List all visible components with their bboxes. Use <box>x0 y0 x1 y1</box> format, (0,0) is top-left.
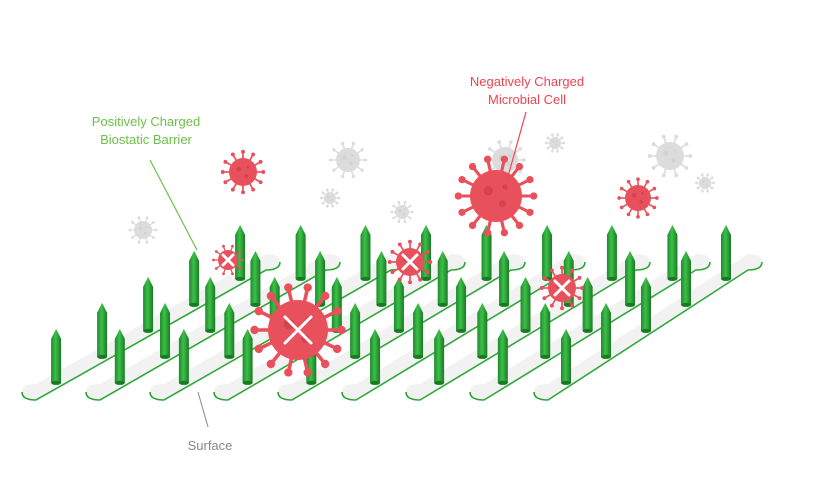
cross-icon <box>401 253 419 271</box>
negative-label-line2: Microbial Cell <box>488 92 566 107</box>
barrier-spike-icon <box>582 276 593 333</box>
barrier-spike-icon <box>540 302 551 359</box>
barrier-spike-icon <box>360 224 371 281</box>
barrier-spike-icon <box>51 328 62 385</box>
surface-strip-edge <box>85 261 341 401</box>
barrier-spike-icon <box>434 328 445 385</box>
cross-icon <box>553 279 571 297</box>
barrier-spike-icon <box>499 250 510 307</box>
barrier-spike-icon <box>370 328 381 385</box>
barrier-spike-icon <box>641 276 651 333</box>
microbe-icon-faded <box>694 173 716 193</box>
microbe-icon-faded <box>544 133 566 153</box>
barrier-spike-icon <box>331 276 342 333</box>
microbe-icon <box>220 149 266 195</box>
barrier-spike-icon <box>376 250 387 307</box>
negative-label-line1: Negatively Charged <box>470 74 584 89</box>
positive-label-line1: Positively Charged <box>92 114 200 129</box>
microbe-icon <box>454 155 538 237</box>
barrier-spike-icon <box>178 328 189 385</box>
surface-strip-edge <box>405 261 651 401</box>
barrier-spike-icon <box>114 328 125 385</box>
barrier-spike-icon <box>295 224 306 281</box>
barrier-spike-icon <box>520 276 531 333</box>
surface-strip-edge <box>21 261 281 401</box>
barrier-spike-icon <box>481 224 492 281</box>
barrier-spike-icon <box>143 276 154 333</box>
positive-label-leader <box>149 159 198 251</box>
barrier-spike-icon <box>437 250 448 307</box>
surface-strip-edge <box>213 261 466 401</box>
faded-microbes <box>128 133 716 244</box>
barrier-spike-icon <box>413 302 424 359</box>
barrier-spike-icon <box>477 302 488 359</box>
microbial-cells <box>212 149 659 377</box>
barrier-spike-icon <box>542 224 553 281</box>
positive-label-line2: Biostatic Barrier <box>100 132 192 147</box>
negative-label-leader <box>506 111 527 181</box>
barrier-spike-icon <box>235 224 246 281</box>
microbe-icon-faded <box>647 134 693 178</box>
surface-label: Surface <box>188 438 233 453</box>
barrier-spike-icon <box>250 250 261 307</box>
cross-icon <box>221 253 235 267</box>
surface-strip-edge <box>341 261 586 401</box>
barrier-spike-icon <box>721 224 731 281</box>
barrier-spike-icon <box>393 276 404 333</box>
barrier-spike-icon <box>681 250 691 307</box>
barrier-spike-icon <box>160 302 171 359</box>
surface-label-leader <box>197 391 209 428</box>
barrier-spike-icon <box>625 250 636 307</box>
barrier-spike-icon <box>205 276 216 333</box>
barrier-spike-icon <box>601 302 611 359</box>
microbe-icon-faded <box>390 200 414 224</box>
barrier-spike-icon <box>561 328 571 385</box>
cross-icon <box>283 315 313 345</box>
barrier-spike-icon <box>497 328 508 385</box>
microbe-icon-faded <box>319 188 341 208</box>
barrier-spike-icon <box>224 302 235 359</box>
barrier-spike-icon <box>189 250 200 307</box>
surface-strip-edge <box>277 261 526 401</box>
barrier-spike-icon <box>97 302 108 359</box>
barrier-spike-icon <box>667 224 678 281</box>
microbe-icon-faded <box>328 141 368 179</box>
barrier-spike-icon <box>606 224 617 281</box>
barrier-spike-icon <box>456 276 467 333</box>
microbe-icon-faded <box>128 216 158 244</box>
barrier-spike-icon <box>350 302 361 359</box>
surface-strip-edge <box>533 261 763 401</box>
surface-strip-edge <box>469 261 711 401</box>
microbe-icon <box>617 177 659 219</box>
barrier-spike-icon <box>242 328 253 385</box>
